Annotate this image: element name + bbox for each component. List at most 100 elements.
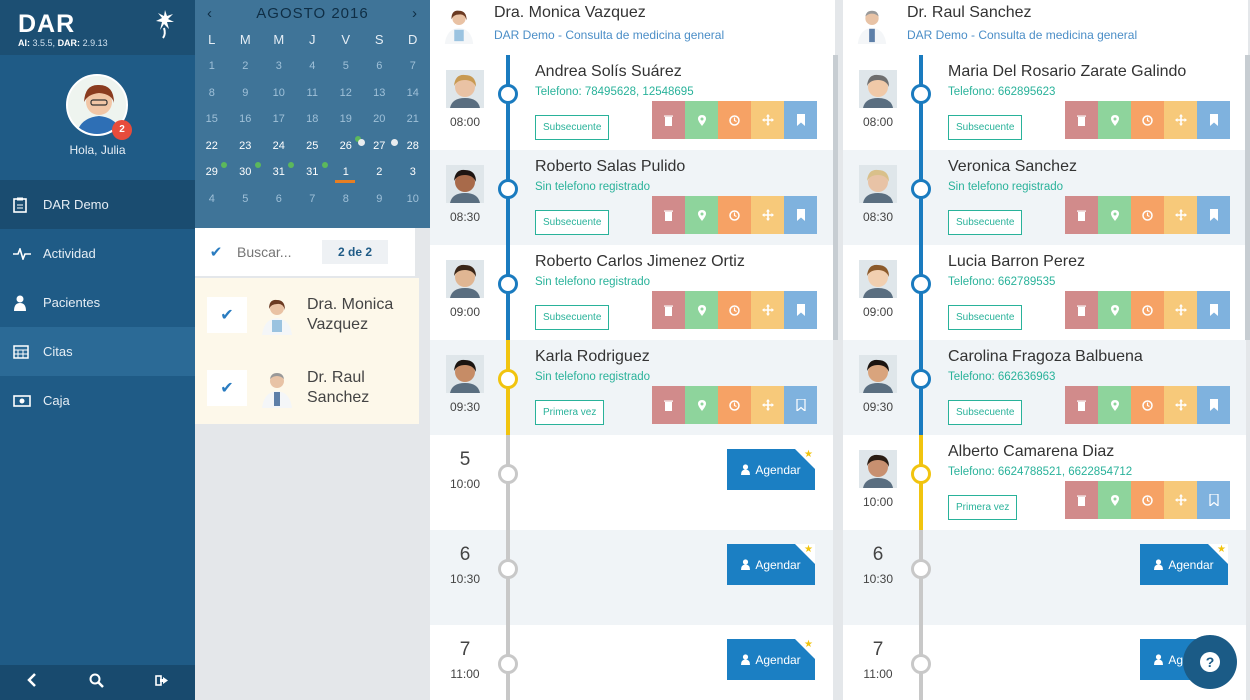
delete-icon[interactable] bbox=[652, 101, 685, 139]
patient-name[interactable]: Roberto Salas Pulido bbox=[535, 158, 686, 175]
bookmark-icon[interactable] bbox=[1197, 101, 1230, 139]
move-icon[interactable] bbox=[1164, 101, 1197, 139]
calendar-day[interactable]: 27 bbox=[363, 133, 398, 160]
calendar-day[interactable]: 2 bbox=[242, 60, 249, 72]
calendar-day[interactable]: 16 bbox=[239, 113, 252, 125]
delete-icon[interactable] bbox=[1065, 291, 1098, 329]
patient-photo[interactable] bbox=[446, 165, 484, 203]
calendar-day[interactable]: 18 bbox=[306, 113, 319, 125]
move-icon[interactable] bbox=[1164, 291, 1197, 329]
move-icon[interactable] bbox=[751, 291, 784, 329]
calendar-day[interactable]: 21 bbox=[406, 113, 419, 125]
patient-name[interactable]: Alberto Camarena Diaz bbox=[948, 443, 1115, 460]
nav-item-caja[interactable]: Caja bbox=[0, 376, 195, 425]
calendar-day[interactable]: 9 bbox=[376, 192, 383, 205]
patient-photo[interactable] bbox=[446, 70, 484, 108]
logout-icon[interactable] bbox=[154, 674, 170, 692]
next-month-button[interactable]: › bbox=[411, 5, 418, 22]
calendar-day[interactable]: 6 bbox=[376, 60, 383, 72]
patient-name[interactable]: Karla Rodriguez bbox=[535, 348, 650, 365]
calendar-day[interactable]: 28 bbox=[406, 139, 419, 152]
calendar-day[interactable]: 2 bbox=[376, 166, 383, 178]
calendar-day[interactable]: 5 bbox=[242, 192, 249, 205]
map-pin-icon[interactable] bbox=[1098, 481, 1131, 519]
doctor-checkbox[interactable]: ✔ bbox=[207, 296, 247, 333]
schedule-button[interactable]: ★Agendar bbox=[727, 639, 815, 680]
notification-badge[interactable]: 2 bbox=[112, 120, 132, 140]
calendar-day[interactable]: 8 bbox=[342, 192, 349, 205]
doctor-checkbox[interactable]: ✔ bbox=[207, 369, 247, 406]
patient-name[interactable]: Carolina Fragoza Balbuena bbox=[948, 348, 1143, 365]
delete-icon[interactable] bbox=[1065, 481, 1098, 519]
map-pin-icon[interactable] bbox=[1098, 101, 1131, 139]
clock-icon[interactable] bbox=[1131, 291, 1164, 329]
patient-photo[interactable] bbox=[859, 70, 897, 108]
bookmark-icon[interactable] bbox=[1197, 481, 1230, 519]
free-slot[interactable]: 711:00★Agendar bbox=[843, 625, 1246, 700]
nav-item-pacientes[interactable]: Pacientes bbox=[0, 278, 195, 327]
nav-item-actividad[interactable]: Actividad bbox=[0, 229, 195, 278]
schedule-button[interactable]: ★Agendar bbox=[1140, 544, 1228, 585]
calendar-day[interactable]: 9 bbox=[242, 86, 249, 99]
delete-icon[interactable] bbox=[652, 291, 685, 329]
bookmark-icon[interactable] bbox=[784, 196, 817, 234]
move-icon[interactable] bbox=[751, 196, 784, 234]
calendar-day[interactable]: 4 bbox=[208, 192, 215, 205]
calendar-day[interactable]: 30 bbox=[229, 159, 263, 186]
map-pin-icon[interactable] bbox=[1098, 196, 1131, 234]
select-all-check-icon[interactable]: ✔ bbox=[209, 244, 223, 261]
patient-name[interactable]: Andrea Solís Suárez bbox=[535, 63, 682, 80]
move-icon[interactable] bbox=[751, 101, 784, 139]
map-pin-icon[interactable] bbox=[685, 196, 718, 234]
calendar-day[interactable]: 3 bbox=[275, 60, 282, 72]
delete-icon[interactable] bbox=[652, 386, 685, 424]
bookmark-icon[interactable] bbox=[784, 101, 817, 139]
help-button[interactable]: ? bbox=[1183, 635, 1237, 689]
nav-item-citas[interactable]: Citas bbox=[0, 327, 195, 376]
column-scrollbar[interactable] bbox=[833, 55, 838, 340]
patient-photo[interactable] bbox=[446, 260, 484, 298]
calendar-day[interactable]: 10 bbox=[406, 192, 419, 205]
calendar-day[interactable]: 1 bbox=[208, 60, 215, 72]
move-icon[interactable] bbox=[1164, 481, 1197, 519]
calendar-day[interactable]: 22 bbox=[205, 139, 218, 152]
calendar-day[interactable]: 14 bbox=[406, 86, 419, 99]
calendar-day[interactable]: 7 bbox=[309, 192, 316, 205]
calendar-day[interactable]: 15 bbox=[205, 113, 218, 125]
schedule-button[interactable]: ★Agendar bbox=[727, 449, 815, 490]
calendar-day[interactable]: 8 bbox=[208, 86, 215, 99]
clock-icon[interactable] bbox=[718, 101, 751, 139]
clock-icon[interactable] bbox=[1131, 196, 1164, 234]
prev-month-button[interactable]: ‹ bbox=[207, 5, 213, 22]
calendar-day[interactable]: 25 bbox=[306, 139, 319, 152]
calendar-day[interactable]: 5 bbox=[342, 60, 349, 72]
map-pin-icon[interactable] bbox=[685, 386, 718, 424]
clock-icon[interactable] bbox=[1131, 386, 1164, 424]
map-pin-icon[interactable] bbox=[685, 291, 718, 329]
clock-icon[interactable] bbox=[1131, 101, 1164, 139]
calendar-day[interactable]: 1 bbox=[329, 159, 363, 186]
calendar-day[interactable]: 24 bbox=[272, 139, 285, 152]
bookmark-icon[interactable] bbox=[1197, 386, 1230, 424]
bookmark-icon[interactable] bbox=[784, 291, 817, 329]
calendar-day[interactable]: 6 bbox=[275, 192, 282, 205]
search-icon[interactable] bbox=[89, 673, 104, 693]
nav-item-dar-demo[interactable]: DAR Demo bbox=[0, 180, 195, 229]
calendar-day[interactable]: 20 bbox=[373, 113, 386, 125]
delete-icon[interactable] bbox=[1065, 196, 1098, 234]
clock-icon[interactable] bbox=[1131, 481, 1164, 519]
calendar-day[interactable]: 31 bbox=[262, 159, 296, 186]
bookmark-icon[interactable] bbox=[1197, 196, 1230, 234]
patient-photo[interactable] bbox=[859, 260, 897, 298]
patient-name[interactable]: Lucia Barron Perez bbox=[948, 253, 1085, 270]
calendar-day[interactable]: 17 bbox=[272, 113, 285, 125]
column-scrollbar[interactable] bbox=[1245, 55, 1250, 340]
